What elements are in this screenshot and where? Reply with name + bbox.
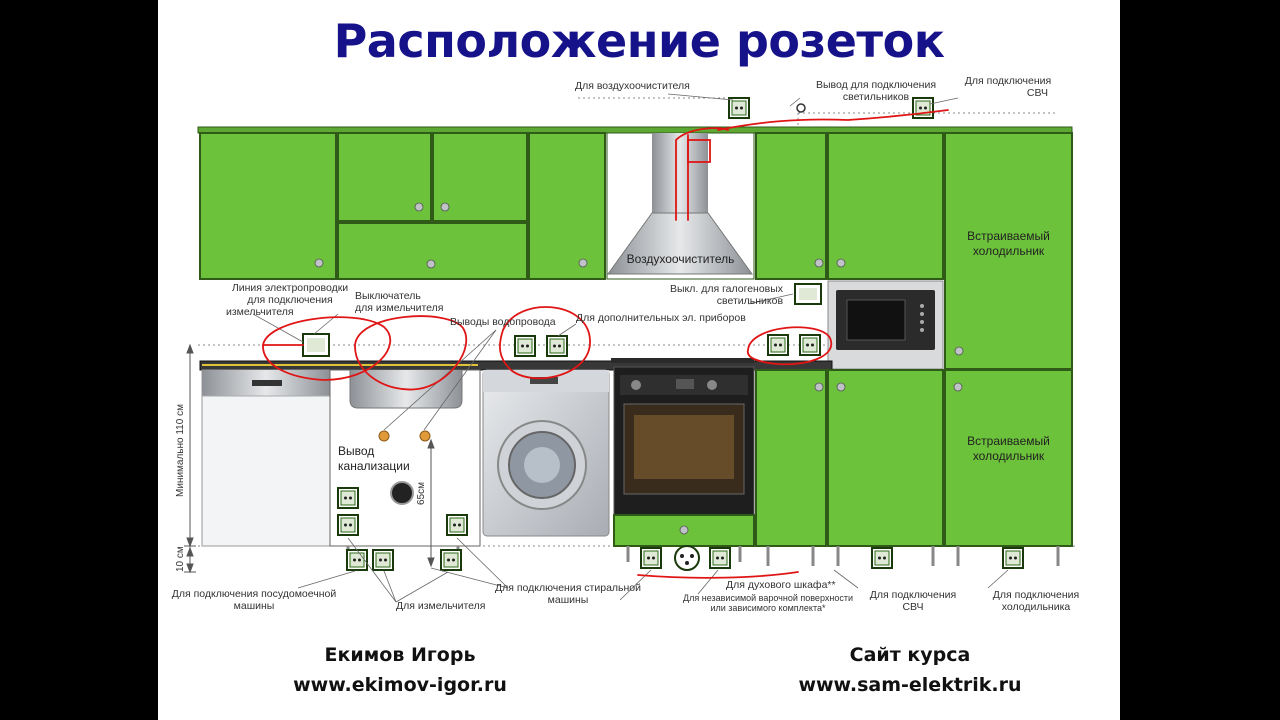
red-annotations: [262, 109, 949, 579]
shredder-switch-icon: [302, 333, 330, 357]
dishwasher-icon: [201, 369, 331, 547]
label-sewer: Вывод канализации: [338, 444, 410, 473]
washing-machine-icon: [482, 369, 610, 537]
hob-power-socket-icon: [674, 545, 700, 571]
label-air-purifier-outlet: Для воздухоочистителя: [575, 80, 690, 92]
label-microwave-top: Для подключения СВЧ: [964, 75, 1052, 99]
footer-course: Сайт курса www.sam-elektrik.ru: [770, 640, 1050, 700]
lower-cabinets: [755, 369, 1073, 547]
light-output-icon: [796, 103, 806, 113]
leader-lines: [252, 93, 1009, 603]
hood-label: Воздухоочиститель: [626, 252, 735, 266]
cabinet-knobs: [314, 202, 964, 356]
course-label: Сайт курса: [849, 644, 971, 666]
slide-title: Расположение розеток: [333, 14, 945, 68]
author-site-link[interactable]: www.ekimov-igor.ru: [293, 674, 507, 696]
oven-icon: [613, 366, 755, 516]
label-shredder-bottom: Для измельчителя: [396, 600, 486, 612]
label-fridge-bottom: Для подключения холодильника: [992, 589, 1080, 613]
hood-body: [607, 212, 753, 275]
label-dim-110: Минимально 110 см: [175, 404, 186, 497]
label-water-outputs: Выводы водопровода: [450, 316, 556, 328]
label-line-shredder: Линия электропроводки для подключения из…: [226, 282, 349, 318]
dimension-lines: [184, 343, 435, 574]
label-dishwasher: Для подключения посудомоечной машины: [171, 588, 337, 612]
label-oven: Для духового шкафа**: [726, 579, 836, 591]
label-halogen-switch: Выкл. для галогеновых светильников: [670, 283, 784, 307]
hood-chimney: [652, 133, 708, 213]
label-dim-10: 10 см: [175, 546, 186, 572]
label-light-output: Вывод для подключения светильников: [815, 79, 937, 103]
halogen-switch-icon: [794, 283, 822, 305]
footer-author: Екимов Игорь www.ekimov-igor.ru: [260, 640, 540, 700]
slide: Расположение розеток: [158, 0, 1120, 720]
label-switch-shredder: Выключатель для измельчителя: [355, 290, 444, 314]
label-dim-65: 65см: [416, 482, 427, 505]
label-microwave-bottom: Для подключения СВЧ: [869, 589, 957, 613]
author-name: Екимов Игорь: [324, 644, 476, 666]
label-extra-devices: Для дополнительных эл. приборов: [576, 312, 746, 324]
course-site-link[interactable]: www.sam-elektrik.ru: [798, 674, 1022, 696]
fridge-bottom-label: Встраиваемый холодильник: [967, 434, 1050, 463]
label-hob: Для независимой варочной поверхности или…: [683, 593, 853, 613]
fridge-top-label: Встраиваемый холодильник: [967, 229, 1050, 258]
label-washer: Для подключения стиральной машины: [494, 582, 642, 606]
kitchen-diagram: [184, 93, 1078, 603]
